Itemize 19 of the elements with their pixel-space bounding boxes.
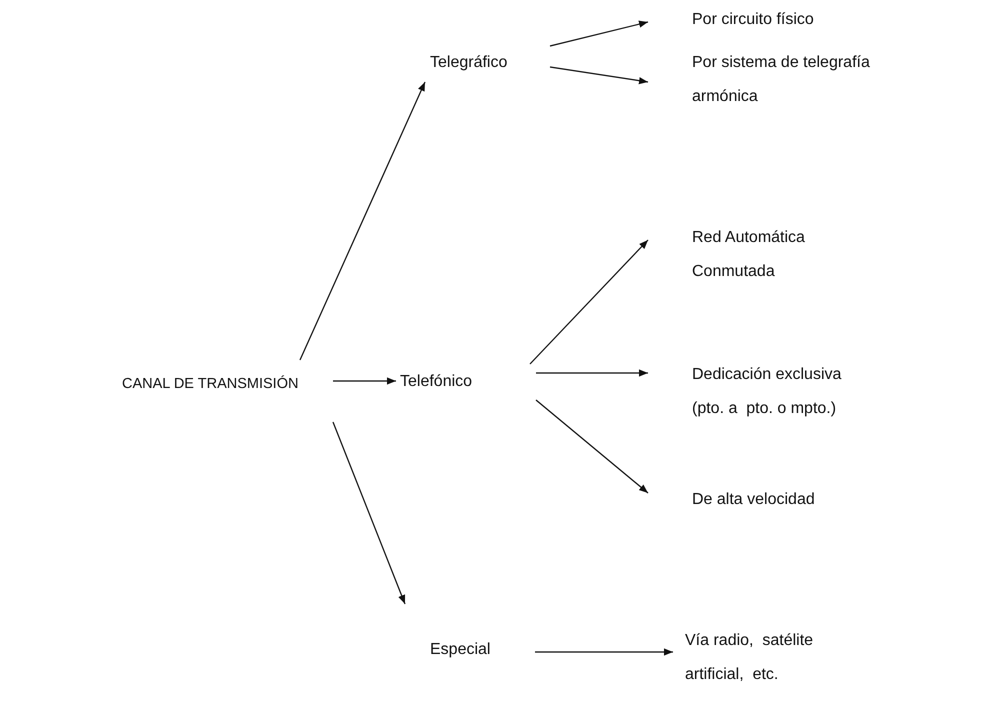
node-label: Por circuito físico	[692, 10, 814, 30]
arrow	[535, 648, 673, 656]
arrow	[536, 400, 648, 494]
node-label: Dedicación exclusiva (pto. a pto. o mpto.)	[692, 365, 842, 419]
node-label: Telefónico	[400, 372, 472, 392]
node-label: Red Automática Conmutada	[692, 228, 806, 282]
arrow	[536, 369, 648, 377]
node-label: Especial	[430, 640, 490, 660]
arrow	[333, 377, 396, 385]
node-label: CANAL DE TRANSMISIÓN	[122, 374, 298, 394]
node-label: Telegráfico	[430, 53, 508, 73]
node-label: Por sistema de telegrafía armónica	[692, 53, 871, 107]
arrow	[332, 422, 406, 604]
arrow	[299, 82, 426, 360]
node-label: De alta velocidad	[692, 490, 815, 510]
arrow	[530, 240, 648, 364]
node-label: Vía radio, satélite artificial, etc.	[685, 631, 814, 685]
arrow	[550, 20, 648, 47]
arrow	[550, 66, 648, 84]
